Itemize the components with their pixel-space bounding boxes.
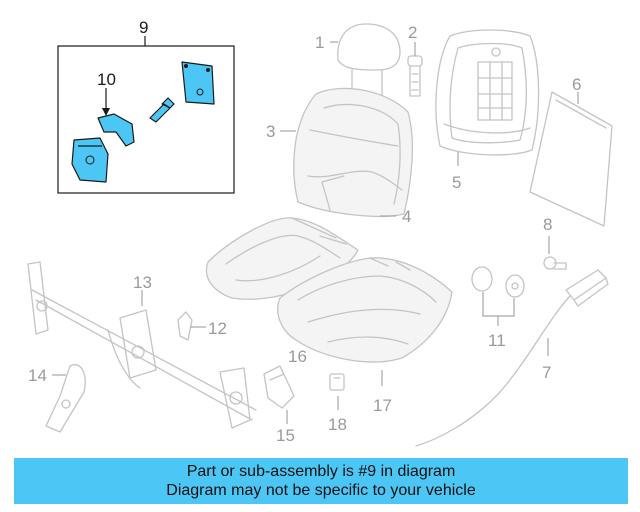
part-15-cover[interactable] <box>263 365 295 409</box>
callout-7[interactable]: 7 <box>542 363 551 382</box>
callout-11[interactable]: 11 <box>488 331 506 350</box>
part-9-recliner-cover-assembly[interactable]: 9 10 <box>57 18 235 194</box>
part-11-caps[interactable] <box>471 266 525 298</box>
callout-6[interactable]: 6 <box>572 75 581 94</box>
part-14-bracket[interactable] <box>45 364 86 433</box>
part-2-headrest-guide[interactable] <box>407 55 423 97</box>
callout-18[interactable]: 18 <box>328 415 347 434</box>
callout-16[interactable]: 16 <box>288 347 307 366</box>
callout-13[interactable]: 13 <box>133 273 152 292</box>
part-6-back-panel[interactable] <box>529 91 613 227</box>
part-13-seat-track[interactable] <box>27 261 257 429</box>
info-banner: Part or sub-assembly is #9 in diagram Di… <box>14 458 628 504</box>
part-3-seatback-cushion[interactable] <box>293 87 414 218</box>
upper-plate <box>181 61 215 105</box>
callout-3[interactable]: 3 <box>266 122 275 141</box>
part-9-group-box <box>57 45 235 194</box>
part-8-bolt[interactable] <box>543 256 567 270</box>
parts-diagram: 1 2 5 6 3 4 16 <box>27 18 613 447</box>
lower-cover <box>71 137 109 183</box>
callout-17[interactable]: 17 <box>373 396 392 415</box>
part-5-seatback-frame[interactable] <box>435 29 540 156</box>
banner-line-1: Part or sub-assembly is #9 in diagram <box>186 463 456 480</box>
part-17-seat-cushion[interactable] <box>277 257 453 363</box>
callout-15[interactable]: 15 <box>276 426 295 445</box>
callout-4[interactable]: 4 <box>402 207 411 226</box>
part-18-cap[interactable] <box>329 373 345 391</box>
callout-9[interactable]: 9 <box>139 18 148 37</box>
callout-12[interactable]: 12 <box>208 319 227 338</box>
callout-5[interactable]: 5 <box>452 173 461 192</box>
callout-8[interactable]: 8 <box>543 215 552 234</box>
callout-2[interactable]: 2 <box>408 23 417 42</box>
part-12-clip[interactable] <box>177 311 193 341</box>
callout-14[interactable]: 14 <box>28 366 47 385</box>
callout-1[interactable]: 1 <box>315 33 324 52</box>
part-10-bracket[interactable] <box>97 113 135 147</box>
banner-line-2: Diagram may not be specific to your vehi… <box>166 482 476 499</box>
part-7-switch-cable[interactable] <box>415 269 609 447</box>
bolt <box>149 97 175 123</box>
callout-10[interactable]: 10 <box>97 70 116 89</box>
